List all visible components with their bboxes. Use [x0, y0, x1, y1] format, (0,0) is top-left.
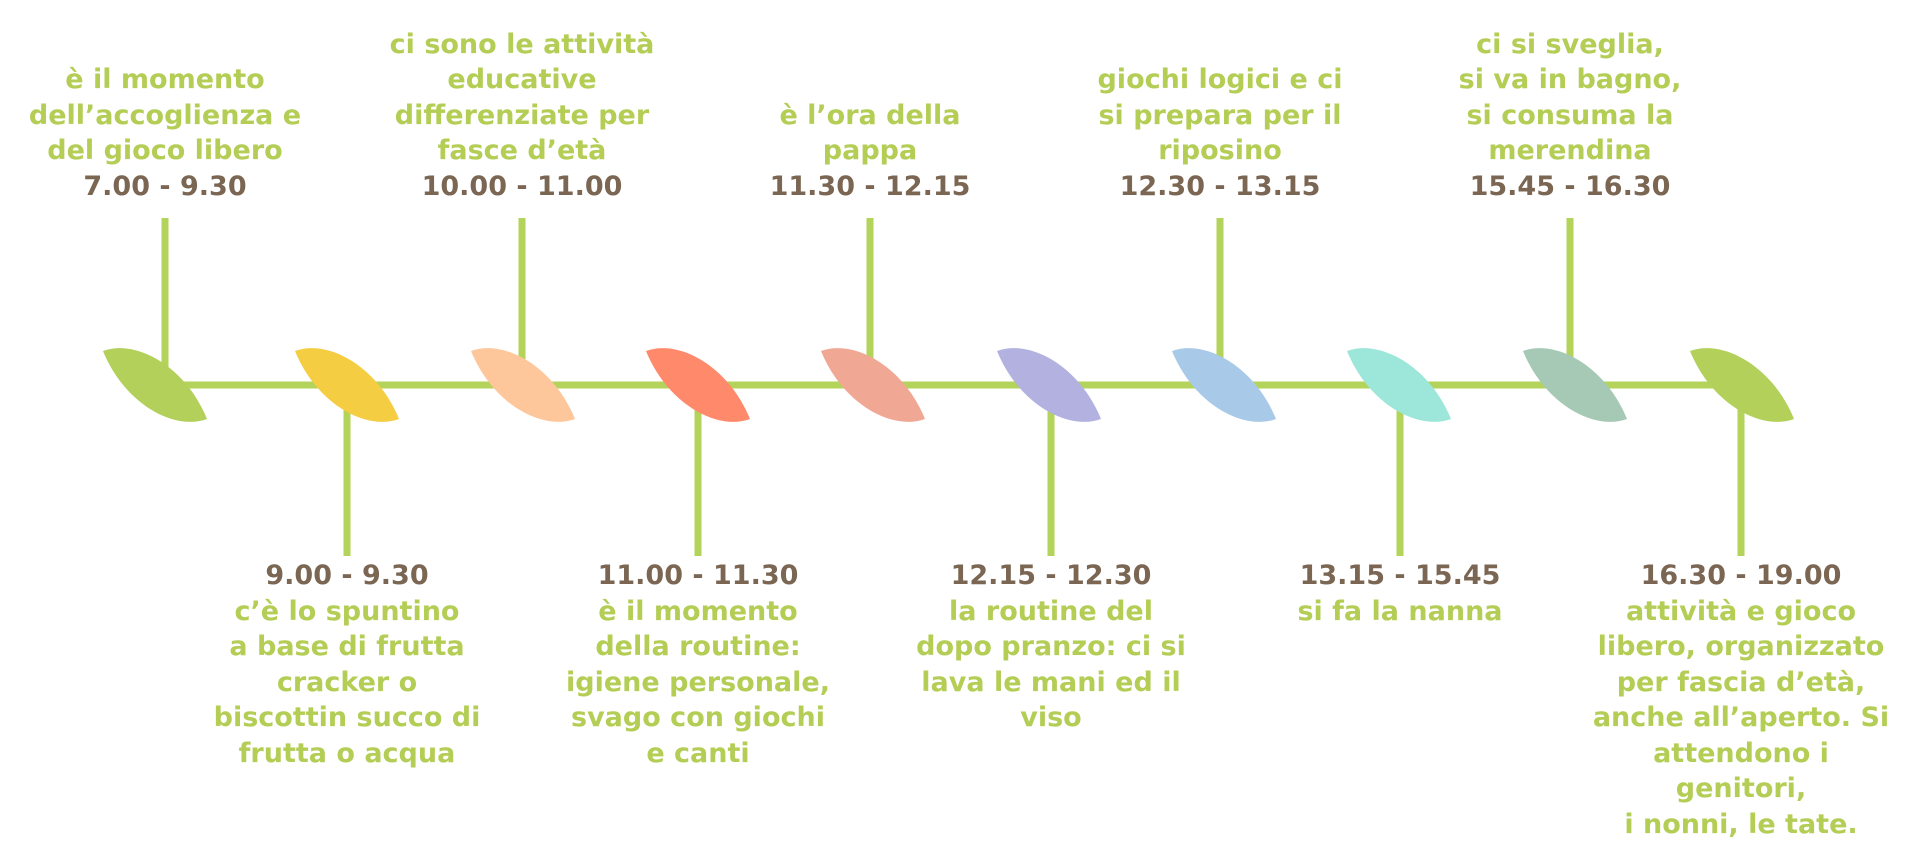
- event-time: 12.30 - 13.15: [1070, 169, 1370, 205]
- event-description: è il momento dell’accoglienza e del gioc…: [15, 62, 315, 169]
- event-time: 16.30 - 19.00: [1591, 558, 1891, 594]
- event-description: c’è lo spuntino a base di frutta cracker…: [197, 594, 497, 772]
- event-description: giochi logici e ci si prepara per il rip…: [1070, 62, 1370, 169]
- event-description: è l’ora della pappa: [720, 98, 1020, 169]
- event-description: ci sono le attività educative differenzi…: [372, 27, 672, 169]
- event-description: ci si sveglia, si va in bagno, si consum…: [1420, 27, 1720, 169]
- event-time: 7.00 - 9.30: [15, 169, 315, 205]
- event-time: 9.00 - 9.30: [197, 558, 497, 594]
- event-label-7: giochi logici e ci si prepara per il rip…: [1070, 62, 1370, 204]
- event-label-1: è il momento dell’accoglienza e del gioc…: [15, 62, 315, 204]
- event-time: 11.30 - 12.15: [720, 169, 1020, 205]
- event-description: attività e gioco libero, organizzato per…: [1591, 594, 1891, 842]
- event-time: 13.15 - 15.45: [1250, 558, 1550, 594]
- event-label-9: ci si sveglia, si va in bagno, si consum…: [1420, 27, 1720, 205]
- event-time: 11.00 - 11.30: [548, 558, 848, 594]
- event-description: la routine del dopo pranzo: ci si lava l…: [901, 594, 1201, 736]
- event-time: 10.00 - 11.00: [372, 169, 672, 205]
- event-time: 12.15 - 12.30: [901, 558, 1201, 594]
- event-description: è il momento della routine: igiene perso…: [548, 594, 848, 772]
- event-description: si fa la nanna: [1250, 594, 1550, 630]
- event-time: 15.45 - 16.30: [1420, 169, 1720, 205]
- event-label-3: ci sono le attività educative differenzi…: [372, 27, 672, 205]
